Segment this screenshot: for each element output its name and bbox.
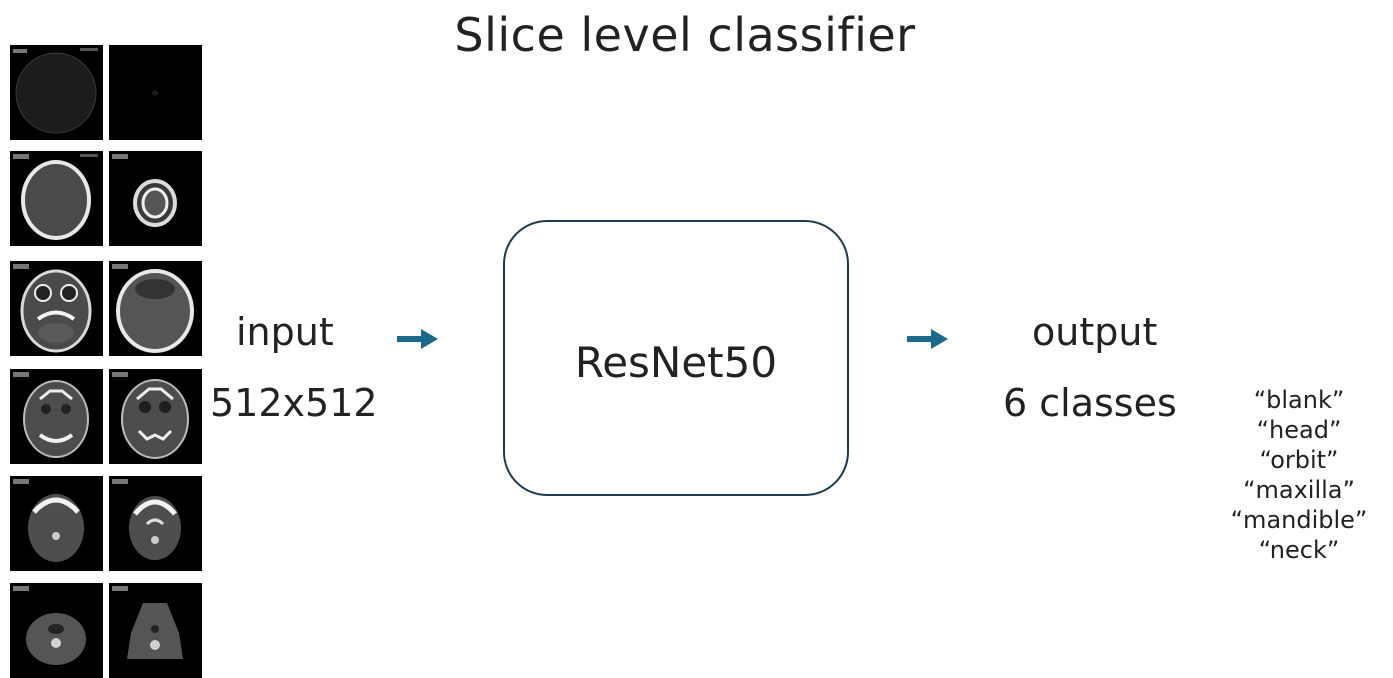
class-item: “blank”	[1253, 386, 1345, 414]
model-box: ResNet50	[503, 220, 849, 496]
ct-slice-image	[109, 476, 202, 571]
ct-slice-image	[10, 45, 103, 140]
output-label: output	[1032, 310, 1158, 354]
ct-slice-image	[10, 369, 103, 464]
class-item: “mandible”	[1230, 506, 1368, 534]
model-name: ResNet50	[574, 338, 778, 387]
ct-slice-image	[109, 261, 202, 356]
input-size-label: 512x512	[210, 381, 378, 425]
diagram-title: Slice level classifier	[0, 8, 1370, 62]
ct-slice-image	[10, 151, 103, 246]
ct-slice-image	[109, 45, 202, 140]
ct-slice-image	[109, 151, 202, 246]
input-label: input	[236, 310, 334, 354]
class-list: “blank” “head” “orbit” “maxilla” “mandib…	[1214, 385, 1384, 565]
right-arrow-icon	[397, 329, 439, 353]
class-item: “maxilla”	[1243, 476, 1355, 504]
ct-slice-image	[10, 476, 103, 571]
class-item: “head”	[1256, 416, 1342, 444]
title-text: Slice level classifier	[454, 8, 916, 62]
ct-slice-image	[109, 583, 202, 678]
ct-slice-image	[109, 369, 202, 464]
ct-slice-image	[10, 261, 103, 356]
right-arrow-icon	[907, 329, 949, 353]
class-item: “neck”	[1258, 536, 1340, 564]
output-count-label: 6 classes	[1003, 381, 1177, 425]
ct-slice-image	[10, 583, 103, 678]
class-item: “orbit”	[1259, 446, 1339, 474]
